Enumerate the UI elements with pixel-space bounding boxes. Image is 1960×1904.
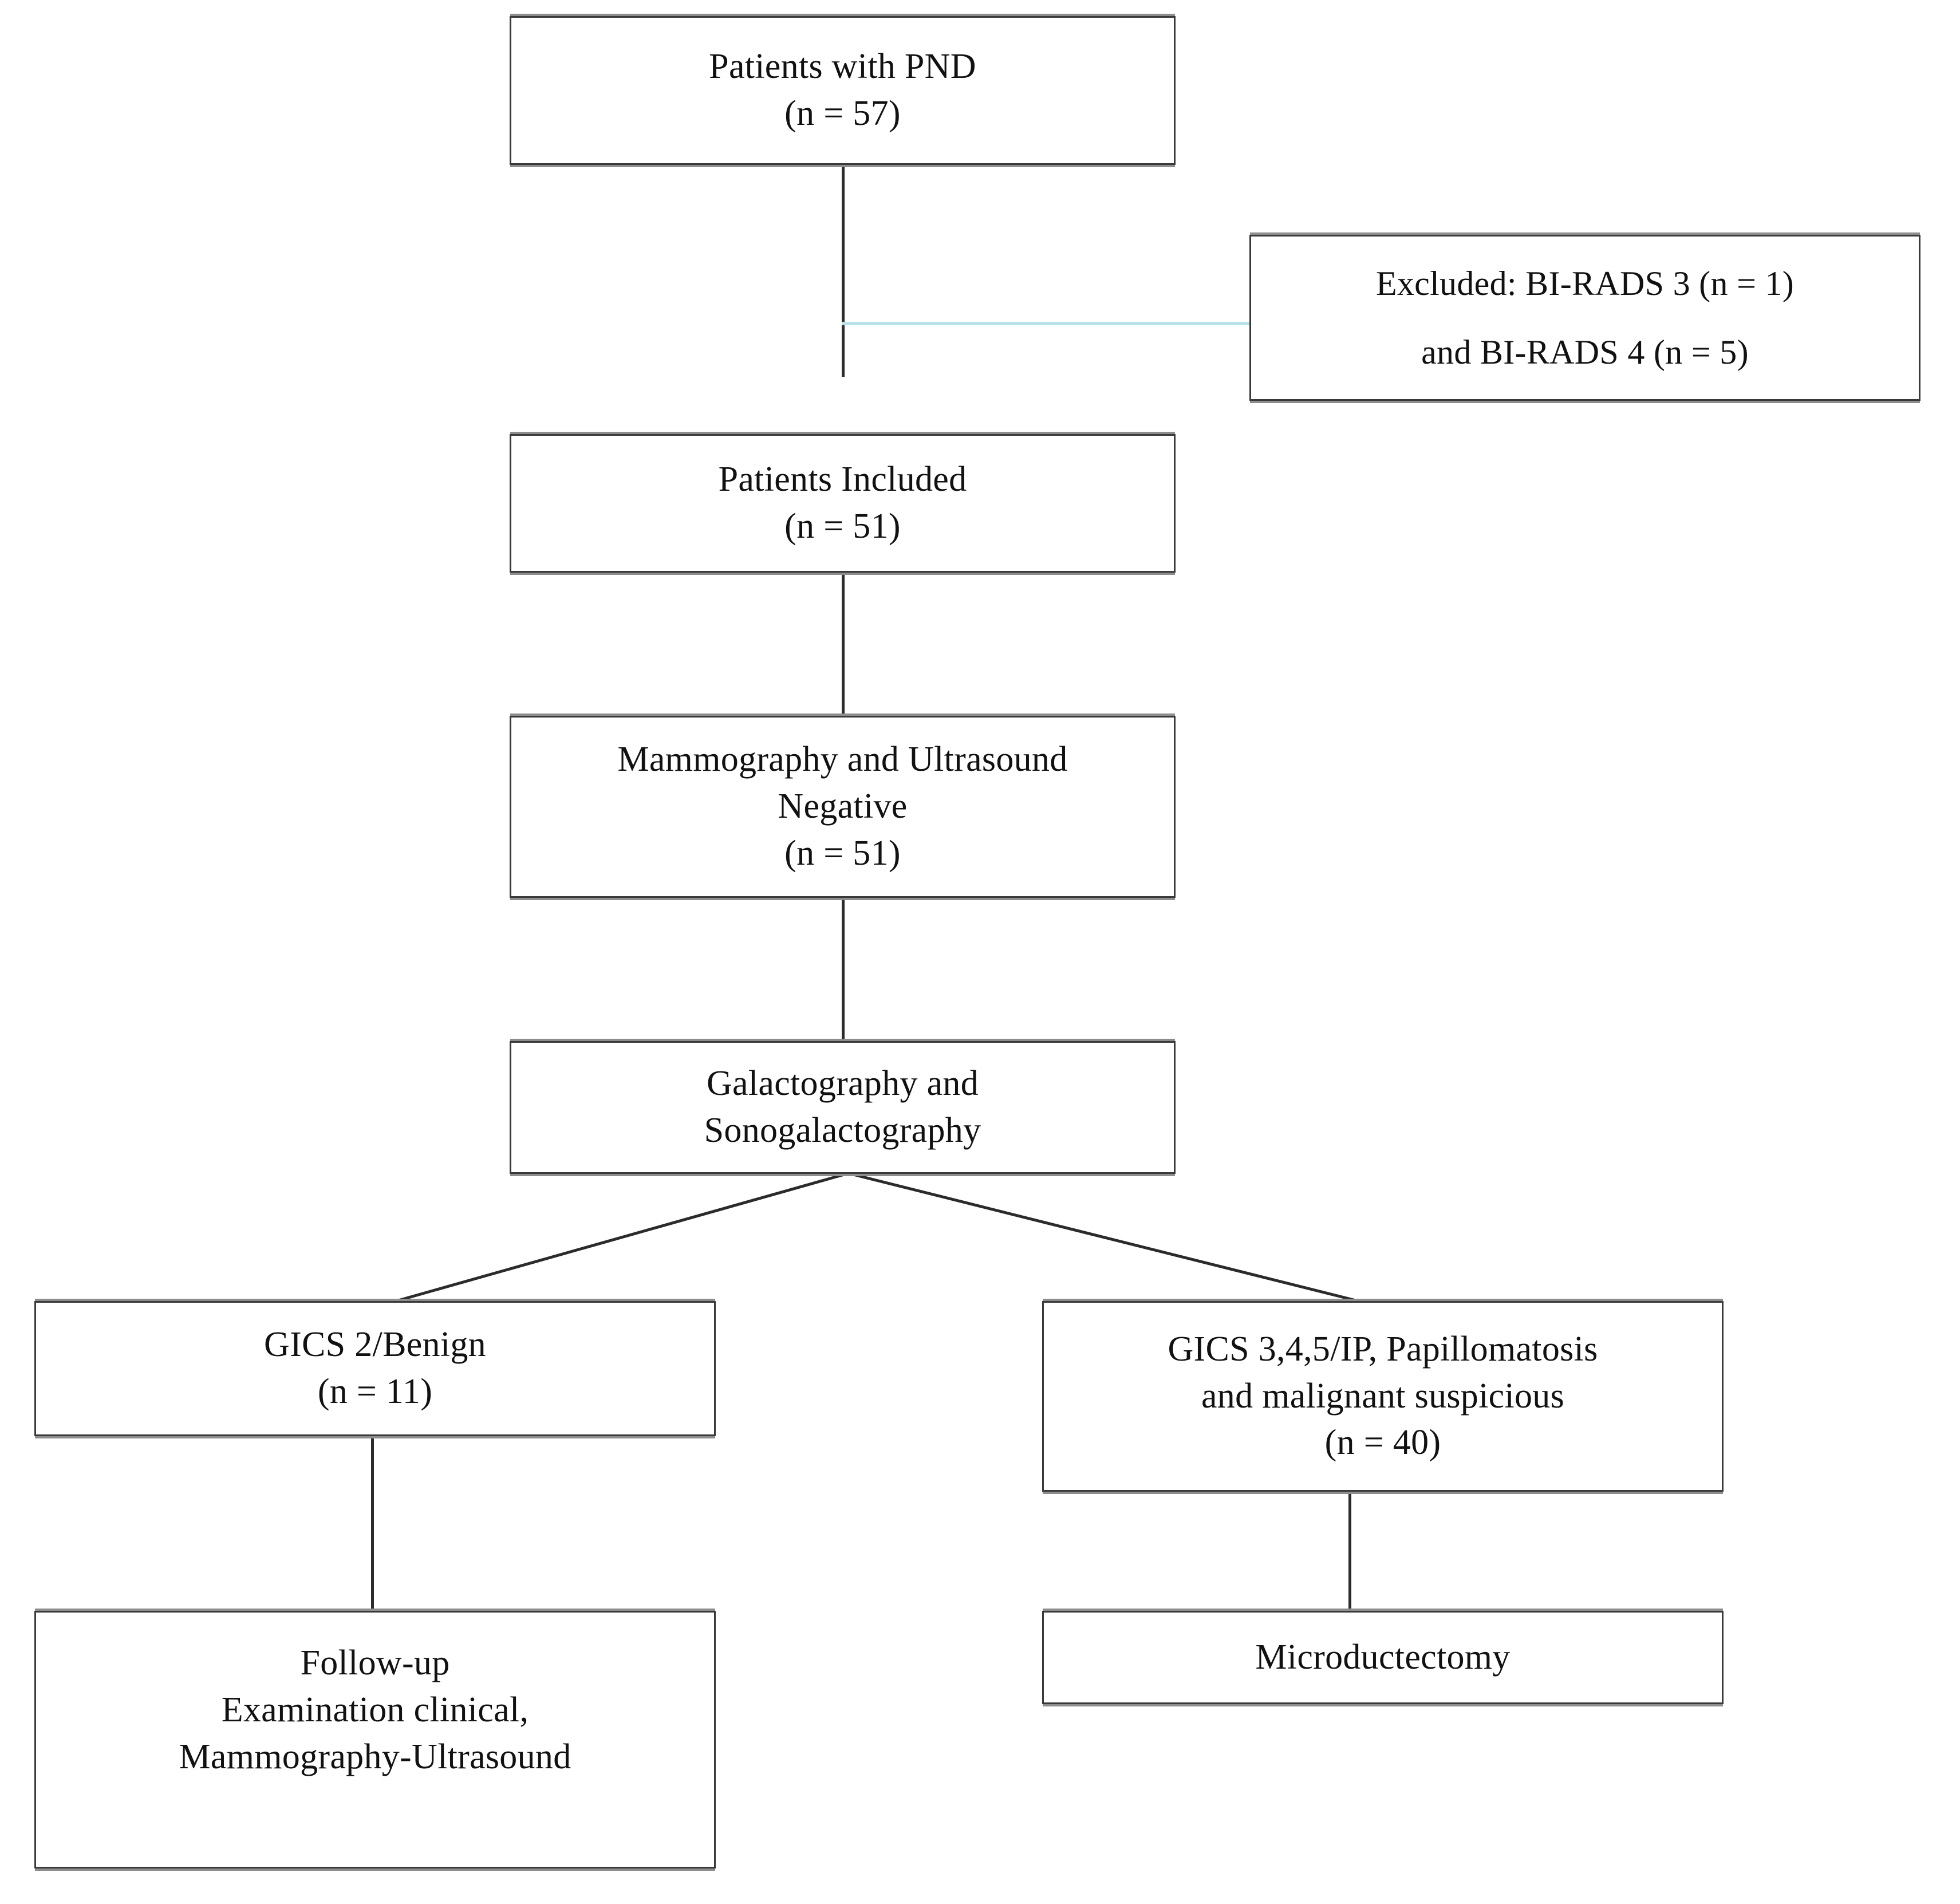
node-gics2-benign-line-1: GICS 2/Benign xyxy=(264,1325,486,1365)
node-gics345-line-1: GICS 3,4,5/IP, Papillomatosis xyxy=(1168,1329,1598,1369)
node-patients-included-line-1: Patients Included xyxy=(718,460,967,499)
node-galactography-line-1: Galactography and xyxy=(706,1064,979,1103)
node-gics-345-suspicious[interactable]: GICS 3,4,5/IP, Papillomatosis and malign… xyxy=(1042,1301,1724,1492)
node-patients-with-pnd[interactable]: Patients with PND (n = 57) xyxy=(510,16,1176,165)
node-excluded-line-1: Excluded: BI-RADS 3 (n = 1) xyxy=(1375,265,1795,302)
connector-mammo-to-galacto xyxy=(842,898,845,1041)
node-gics-2-benign[interactable]: GICS 2/Benign (n = 11) xyxy=(34,1301,716,1436)
node-gics2-benign-line-2: (n = 11) xyxy=(317,1372,433,1411)
connector-gics345-to-microductectomy xyxy=(1348,1492,1351,1611)
connector-pnd-to-included xyxy=(842,165,845,377)
node-excluded[interactable]: Excluded: BI-RADS 3 (n = 1) and BI-RADS … xyxy=(1249,235,1920,401)
node-follow-up-line-3: Mammography-Ultrasound xyxy=(179,1737,571,1776)
node-mammo-us-negative-line-3: (n = 51) xyxy=(784,833,901,873)
node-mammography-ultrasound-negative[interactable]: Mammography and Ultrasound Negative (n =… xyxy=(510,716,1176,898)
node-gics345-line-3: (n = 40) xyxy=(1324,1423,1441,1463)
node-follow-up-line-2: Examination clinical, xyxy=(221,1690,529,1729)
connector-pnd-to-excluded xyxy=(842,322,1249,325)
connector-galacto-to-gics345 xyxy=(850,1172,1359,1303)
node-mammo-us-negative-line-2: Negative xyxy=(778,787,908,826)
node-gics345-line-2: and malignant suspicious xyxy=(1201,1376,1564,1416)
node-galactography-sonogalactography[interactable]: Galactography and Sonogalactography xyxy=(510,1041,1176,1174)
connector-galacto-to-gics2 xyxy=(396,1172,847,1303)
node-mammo-us-negative-line-1: Mammography and Ultrasound xyxy=(617,740,1068,779)
node-follow-up[interactable]: Follow-up Examination clinical, Mammogra… xyxy=(34,1611,716,1868)
connector-included-to-mammo xyxy=(842,573,845,716)
node-patients-with-pnd-line-2: (n = 57) xyxy=(784,94,901,133)
connector-gics2-to-followup xyxy=(371,1436,374,1611)
node-patients-included-line-2: (n = 51) xyxy=(784,507,901,546)
node-patients-included[interactable]: Patients Included (n = 51) xyxy=(510,434,1176,573)
node-microductectomy-line-1: Microductectomy xyxy=(1255,1637,1511,1677)
node-galactography-line-2: Sonogalactography xyxy=(704,1111,981,1150)
node-patients-with-pnd-line-1: Patients with PND xyxy=(709,47,976,86)
node-microductectomy[interactable]: Microductectomy xyxy=(1042,1611,1724,1704)
node-follow-up-line-1: Follow-up xyxy=(300,1643,450,1682)
node-excluded-line-2: and BI-RADS 4 (n = 5) xyxy=(1421,333,1749,371)
